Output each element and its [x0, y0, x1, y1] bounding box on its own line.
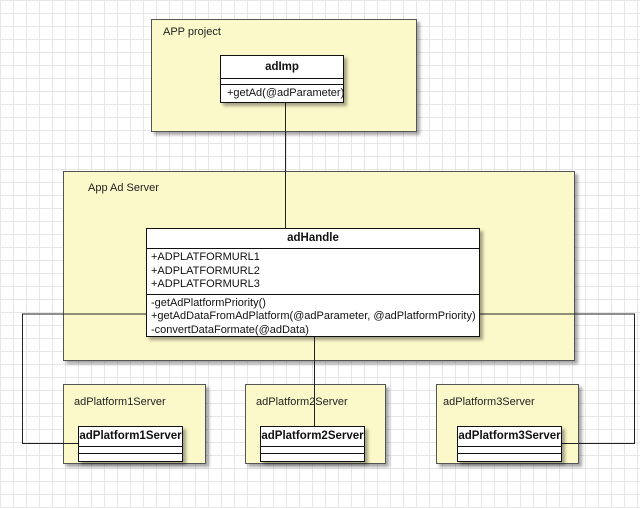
class-operations — [458, 454, 561, 461]
class-operations: -getAdPlatformPriority() +getAdDataFromA… — [147, 295, 479, 340]
class-attributes — [221, 79, 343, 85]
class-name: adPlatform3Server — [458, 427, 561, 447]
class-platform1[interactable]: adPlatform1Server — [78, 426, 183, 462]
class-adimp[interactable]: adImp +getAd(@adParameter) — [220, 55, 344, 103]
class-attributes — [79, 447, 182, 454]
attribute: +ADPLATFORMURL1 — [151, 251, 260, 263]
attribute: +ADPLATFORMURL3 — [151, 278, 260, 290]
package-label: adPlatform3Server — [443, 396, 535, 408]
class-attributes — [261, 447, 364, 454]
class-attributes: +ADPLATFORMURL1 +ADPLATFORMURL2 +ADPLATF… — [147, 249, 479, 295]
operation: -getAdPlatformPriority() — [151, 296, 266, 309]
package-label: App Ad Server — [88, 182, 159, 194]
class-name: adPlatform2Server — [261, 427, 364, 447]
package-label: adPlatform2Server — [256, 396, 348, 408]
operation: -convertDataFormate(@adData) — [151, 323, 309, 336]
operation: +getAd(@adParameter) — [227, 87, 345, 99]
class-platform3[interactable]: adPlatform3Server — [457, 426, 562, 462]
class-adhandle[interactable]: adHandle +ADPLATFORMURL1 +ADPLATFORMURL2… — [146, 228, 480, 337]
class-attributes — [458, 447, 561, 454]
class-operations — [261, 454, 364, 461]
class-operations: +getAd(@adParameter) — [221, 85, 345, 103]
package-label: adPlatform1Server — [74, 396, 166, 408]
class-name: adImp — [221, 56, 343, 79]
class-name: adPlatform1Server — [79, 427, 182, 447]
class-name: adHandle — [147, 229, 479, 249]
package-label: APP project — [163, 26, 221, 38]
class-platform2[interactable]: adPlatform2Server — [260, 426, 365, 462]
class-operations — [79, 454, 182, 461]
attribute: +ADPLATFORMURL2 — [151, 264, 260, 277]
operation: +getAdDataFromAdPlatform(@adParameter, @… — [151, 310, 476, 322]
